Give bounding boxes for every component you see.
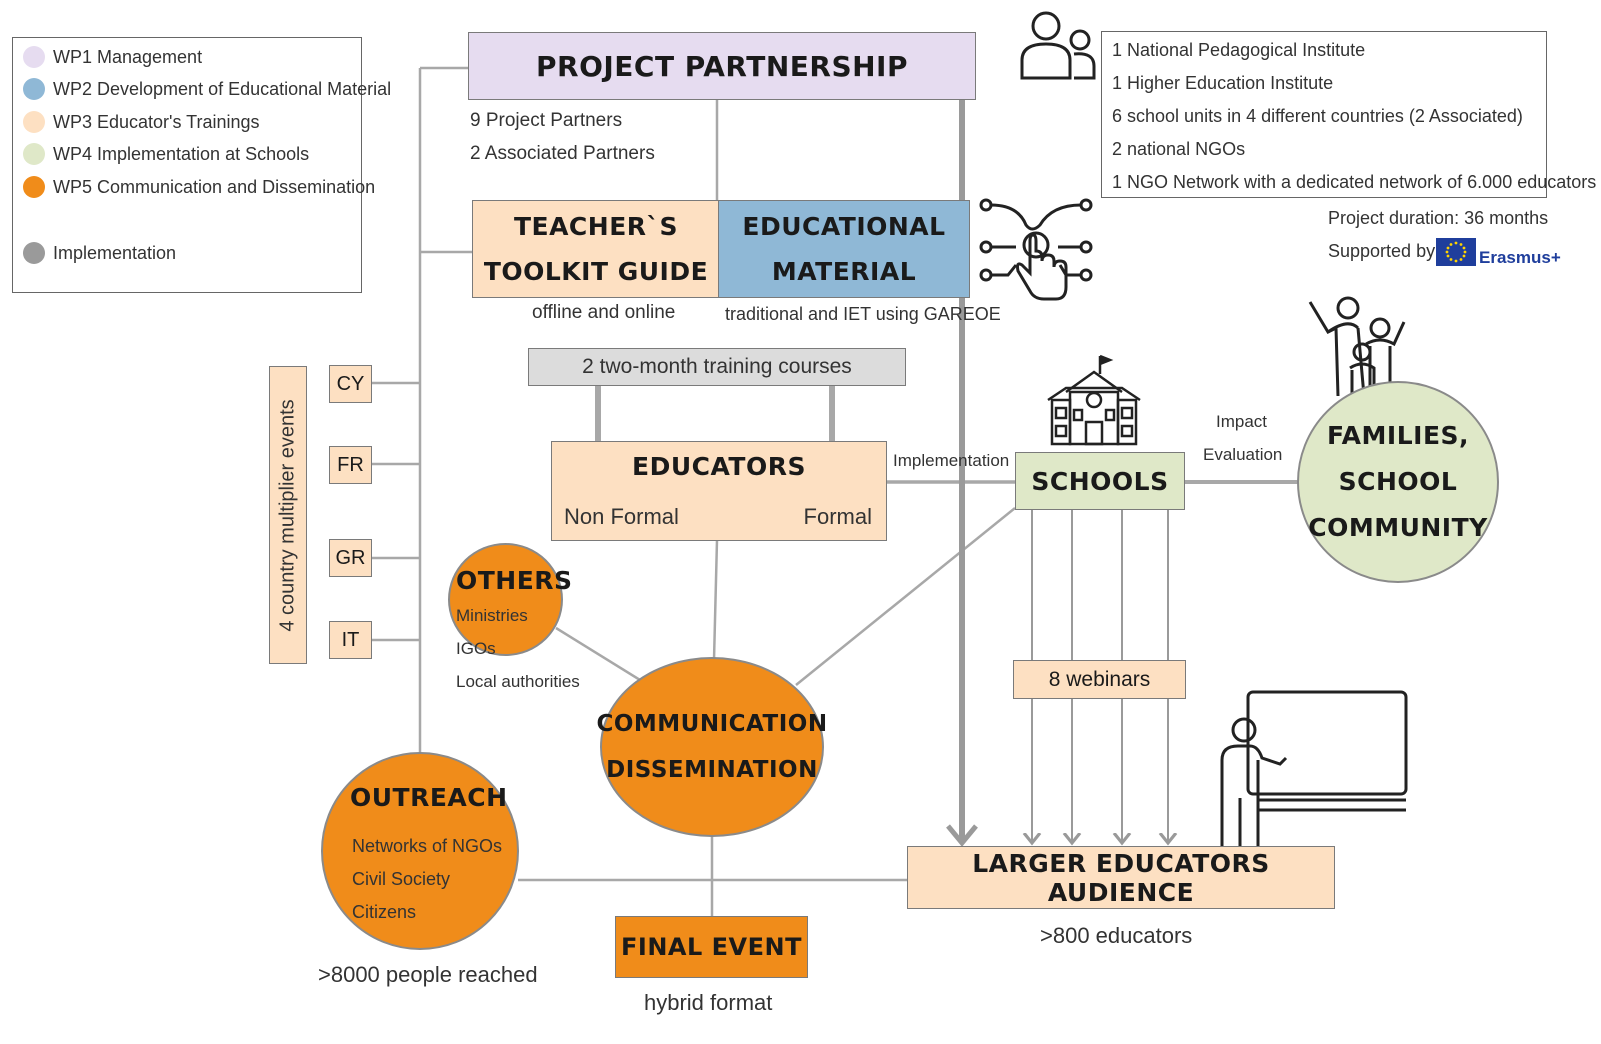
partners-count: 9 Project Partners xyxy=(470,110,623,131)
legend-swatch xyxy=(23,78,45,100)
others-item: IGOs xyxy=(456,639,496,658)
training-courses-box: 2 two-month training courses xyxy=(528,348,906,386)
info-line: 1 National Pedagogical Institute xyxy=(1112,40,1366,60)
country-gr: GR xyxy=(329,539,372,577)
outreach-item: Civil Society xyxy=(352,869,451,889)
legend-item-implementation: Implementation xyxy=(23,242,176,264)
project-partnership-box: PROJECT PARTNERSHIP xyxy=(468,32,976,100)
communication-line-2: DISSEMINATION xyxy=(606,757,818,783)
material-caption: traditional and IET using GAREOE xyxy=(725,304,1001,324)
larger-educators-audience-box: LARGER EDUCATORS AUDIENCE xyxy=(907,846,1335,909)
project-duration: Project duration: 36 months xyxy=(1328,208,1549,228)
others-item: Ministries xyxy=(456,606,528,625)
legend-item-wp1: WP1 Management xyxy=(23,46,202,68)
outreach-title: OUTREACH xyxy=(350,783,508,812)
touch-network-icon xyxy=(979,198,1093,301)
multiplier-events-label: 4 country multiplier events xyxy=(276,398,299,632)
families-school-community-circle: FAMILIES, SCHOOL COMMUNITY xyxy=(1297,381,1499,583)
eu-flag-icon xyxy=(1436,238,1476,266)
communication-dissemination-circle: COMMUNICATION DISSEMINATION xyxy=(596,657,827,837)
educators-formal: Formal xyxy=(803,504,872,529)
others-title: OTHERS xyxy=(456,566,573,595)
implementation-label: Implementation xyxy=(893,451,1010,470)
legend-label: WP2 Development of Educational Material xyxy=(53,78,392,99)
toolkit-line-2: TOOLKIT GUIDE xyxy=(483,257,709,286)
legend-swatch xyxy=(23,111,45,133)
legend-item-wp5: WP5 Communication and Dissemination xyxy=(23,176,375,198)
families-line-1: FAMILIES, xyxy=(1326,421,1470,450)
schools-box: SCHOOLS xyxy=(1015,452,1185,510)
educators-title: EDUCATORS xyxy=(632,452,806,481)
material-line-2: MATERIAL xyxy=(771,257,917,286)
toolkit-caption: offline and online xyxy=(532,302,676,323)
legend-swatch xyxy=(23,143,45,165)
communication-line-1: COMMUNICATION xyxy=(596,711,828,737)
evaluation-label: Evaluation xyxy=(1203,445,1283,464)
families-line-3: COMMUNITY xyxy=(1308,513,1488,542)
outreach-circle xyxy=(321,752,519,950)
final-event-caption: hybrid format xyxy=(644,990,773,1015)
info-line: 2 national NGOs xyxy=(1112,139,1246,159)
educators-non-formal: Non Formal xyxy=(564,504,679,529)
legend-swatch xyxy=(23,242,45,264)
project-partnership-title: PROJECT PARTNERSHIP xyxy=(535,49,908,83)
country-cy: CY xyxy=(329,365,372,403)
erasmus-logo-text: Erasmus+ xyxy=(1479,248,1561,267)
country-label: CY xyxy=(336,372,365,395)
legend-item-wp2: WP2 Development of Educational Material xyxy=(23,78,391,100)
teacher-board-icon xyxy=(1220,690,1408,848)
legend-item-wp4: WP4 Implementation at Schools xyxy=(23,143,309,165)
outreach-item: Citizens xyxy=(352,902,417,922)
communication-to-others xyxy=(555,626,641,682)
webinars-box: 8 webinars xyxy=(1013,660,1186,699)
legend-label: WP3 Educator's Trainings xyxy=(53,111,260,132)
final-event-box: FINAL EVENT xyxy=(615,916,808,978)
info-line: 1 Higher Education Institute xyxy=(1112,73,1334,93)
partners-info-box: 1 National Pedagogical Institute 1 Highe… xyxy=(1101,31,1596,198)
country-label: GR xyxy=(335,546,366,569)
country-it: IT xyxy=(329,621,372,659)
families-line-2: SCHOOL xyxy=(1338,467,1458,496)
country-label: IT xyxy=(341,628,360,651)
others-item: Local authorities xyxy=(456,672,580,691)
country-label: FR xyxy=(337,453,364,476)
outreach-item: Networks of NGOs xyxy=(352,836,503,856)
training-courses-label: 2 two-month training courses xyxy=(582,355,852,378)
educators-box: EDUCATORS Non Formal Formal xyxy=(551,441,887,541)
people-icon xyxy=(1020,11,1096,80)
legend: WP1 Management WP2 Development of Educat… xyxy=(12,37,391,293)
school-building-icon xyxy=(1047,354,1141,446)
schools-title: SCHOOLS xyxy=(1031,466,1169,496)
webinars-label: 8 webinars xyxy=(1048,667,1151,691)
legend-label: WP1 Management xyxy=(53,46,203,67)
country-fr: FR xyxy=(329,446,372,484)
associated-partners-count: 2 Associated Partners xyxy=(470,143,655,164)
supported-by-label: Supported by xyxy=(1328,241,1436,261)
family-icon xyxy=(1308,296,1406,397)
educators-to-communication xyxy=(712,539,719,661)
legend-label: WP5 Communication and Dissemination xyxy=(53,176,376,197)
others-circle xyxy=(448,543,563,656)
material-line-1: EDUCATIONAL xyxy=(742,212,946,241)
outreach-caption: >8000 people reached xyxy=(318,962,538,987)
multiplier-events-box: 4 country multiplier events xyxy=(269,366,307,664)
educational-material-box: EDUCATIONAL MATERIAL xyxy=(718,200,970,298)
info-line: 6 school units in 4 different countries … xyxy=(1112,106,1523,126)
legend-swatch xyxy=(23,46,45,68)
communication-to-schools xyxy=(795,507,1016,686)
legend-item-wp3: WP3 Educator's Trainings xyxy=(23,111,260,133)
larger-audience-title: LARGER EDUCATORS AUDIENCE xyxy=(972,848,1270,907)
teachers-toolkit-guide-box: TEACHER`S TOOLKIT GUIDE xyxy=(472,200,720,298)
info-line: 1 NGO Network with a dedicated network o… xyxy=(1112,172,1597,192)
final-event-title: FINAL EVENT xyxy=(621,933,802,961)
toolkit-line-1: TEACHER`S xyxy=(513,212,679,241)
legend-label: Implementation xyxy=(53,242,177,263)
impact-label: Impact xyxy=(1216,412,1268,431)
audience-caption: >800 educators xyxy=(1040,923,1193,948)
legend-label: WP4 Implementation at Schools xyxy=(53,143,310,164)
legend-swatch xyxy=(23,176,45,198)
